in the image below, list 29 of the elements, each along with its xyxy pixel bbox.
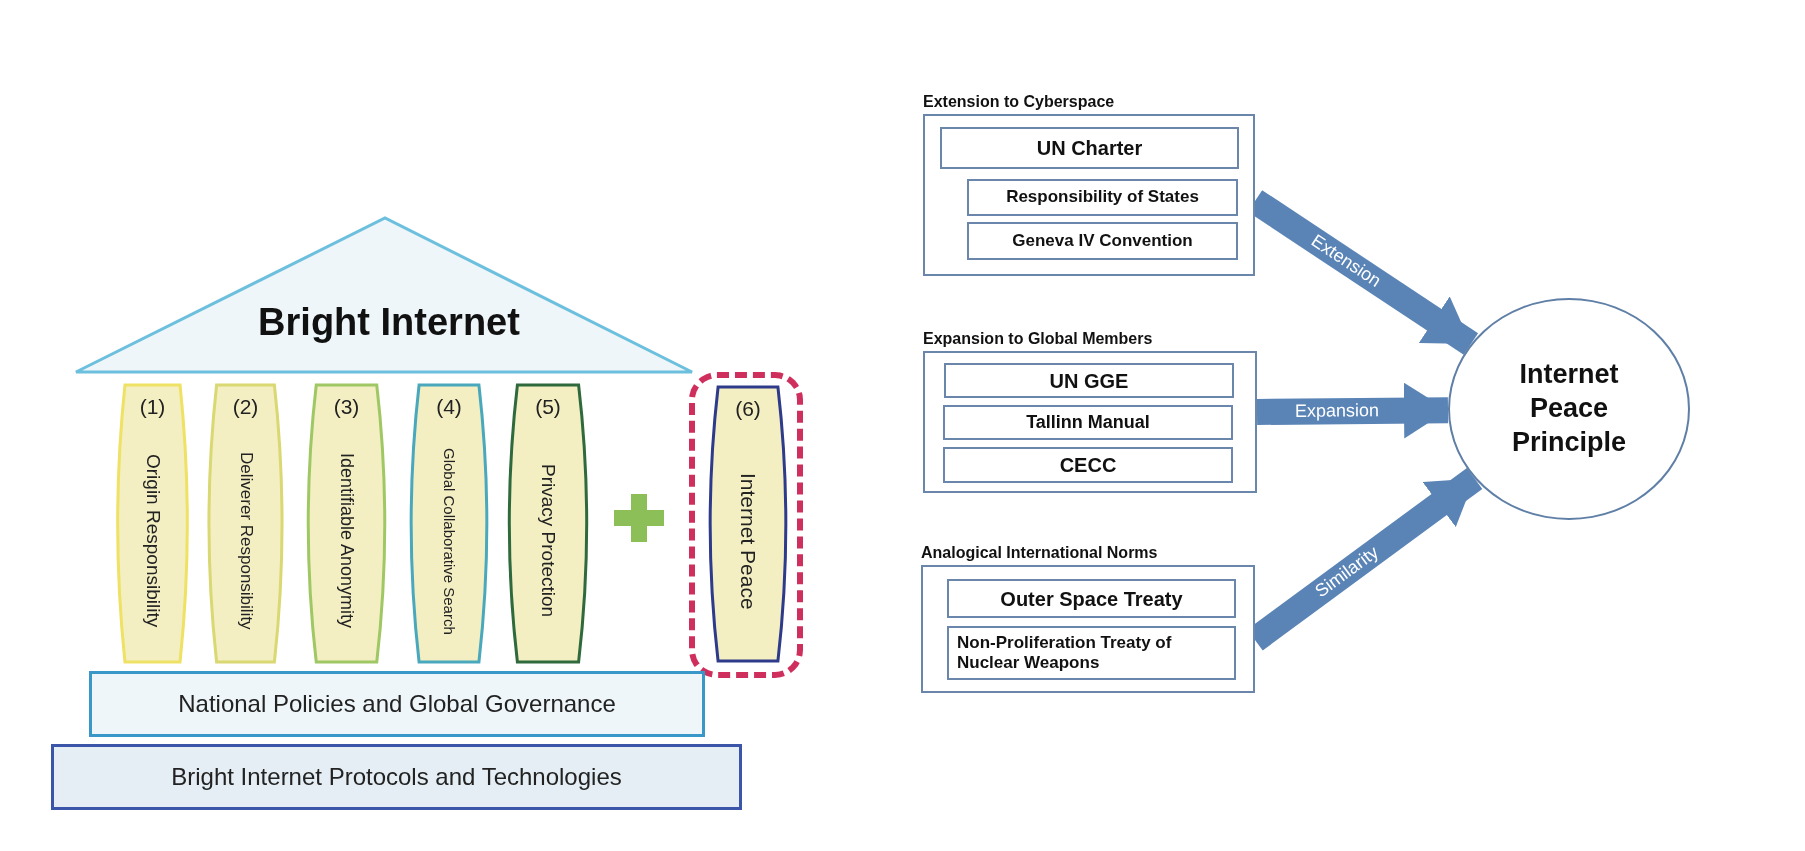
pillar-label: Internet Peace <box>736 473 760 610</box>
pillar-number: (4) <box>436 395 462 419</box>
pillar-number: (2) <box>232 395 259 419</box>
group-heading: Expansion to Global Members <box>923 329 1153 349</box>
principle-circle: Internet Peace Principle <box>1448 298 1690 520</box>
norm-box: UN GGE <box>944 363 1234 398</box>
foundation-bar: Bright Internet Protocols and Technologies <box>51 744 742 810</box>
block-arrow <box>1256 382 1449 439</box>
pillar-label: Global Collaborative Search <box>440 447 458 635</box>
group-heading: Extension to Cyberspace <box>923 92 1115 112</box>
norm-box: Tallinn Manual <box>943 405 1233 440</box>
foundation-bar: National Policies and Global Governance <box>89 671 705 737</box>
norm-box: Outer Space Treaty <box>947 579 1236 618</box>
pillar-number: (6) <box>735 397 761 421</box>
pillar-number: (3) <box>333 395 360 419</box>
norm-box: Geneva IV Convention <box>967 222 1238 260</box>
norm-box: Non-Proliferation Treaty of Nuclear Weapons <box>947 626 1236 680</box>
edge-label: Expansion <box>1295 400 1380 423</box>
group-heading: Analogical International Norms <box>921 543 1158 563</box>
pillar-label: Privacy Protection <box>537 464 559 618</box>
pillar-label: Deliverer Responsibility <box>235 452 256 630</box>
pillar-label: Identifiable Anonymity <box>336 453 357 629</box>
pillar-label: Origin Responsibility <box>141 454 164 628</box>
roof-title: Bright Internet <box>258 301 520 344</box>
norm-box: Responsibility of States <box>967 179 1238 216</box>
pillar-number: (5) <box>535 395 561 419</box>
pillar-number: (1) <box>139 395 166 419</box>
norm-box: CECC <box>943 447 1233 483</box>
norm-box: UN Charter <box>940 127 1239 169</box>
